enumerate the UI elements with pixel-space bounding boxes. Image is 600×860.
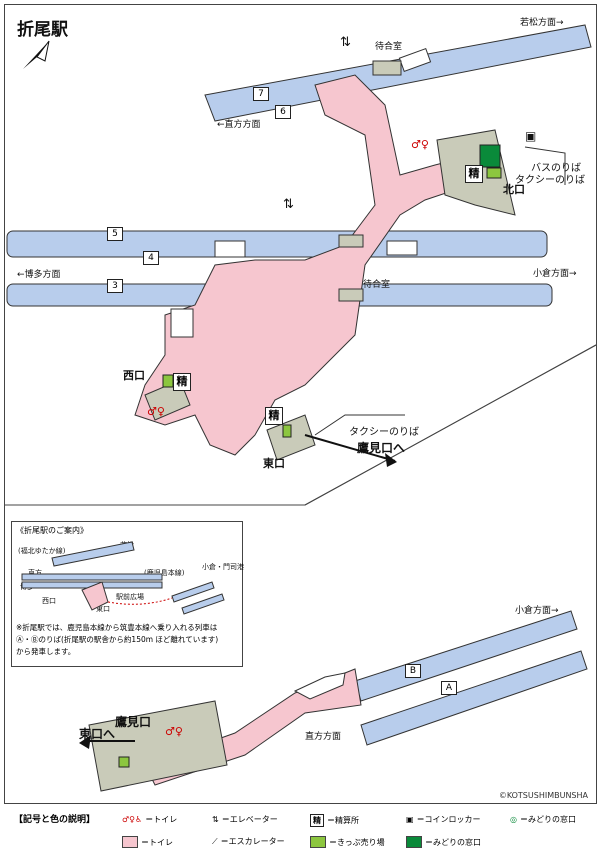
inset-plaza: 駅前広場 — [116, 593, 144, 601]
legend-locker: ▣＝コインロッカー — [406, 814, 481, 825]
midori-icon: ◎ — [510, 815, 517, 824]
legend-ticket: ＝きっぷ売り場 — [310, 836, 385, 848]
legend-midori: ◎＝みどりの窓口 — [510, 814, 576, 825]
seisan-north: 精 — [465, 165, 483, 183]
legend-seisan-text: ＝精算所 — [327, 816, 359, 825]
platform-5-4 — [6, 230, 548, 258]
toilet-icon: ♂♀♿ — [122, 815, 143, 824]
dir-kokura: 小倉方面→ — [533, 269, 577, 279]
inset-title: 《折尾駅のご案内》 — [16, 526, 88, 535]
toilet-icon: ♂♀ — [165, 725, 183, 738]
platform-7-badge: 7 — [253, 87, 269, 101]
map-frame: 折尾駅 — [4, 4, 597, 804]
taxi-stop: タクシーのりば — [515, 175, 585, 186]
inset-kagoshima: (鹿児島本線) — [144, 569, 185, 577]
legend-locker-text: ＝コインロッカー — [416, 815, 481, 824]
legend-midori2: ＝みどりの窓口 — [406, 836, 481, 848]
elevator-icon: ⇅ — [340, 35, 351, 50]
legend-escalator: ⟋＝エスカレーター — [212, 836, 285, 847]
platform-A-badge: A — [441, 681, 457, 695]
seisan-icon: 精 — [310, 814, 324, 827]
legend-seisan: 精＝精算所 — [310, 814, 359, 827]
platform-3-badge: 3 — [107, 279, 123, 293]
dir-kokura-2: 小倉方面→ — [515, 606, 559, 616]
legend: 【記号と色の説明】 ♂♀♿＝トイレ ⇅＝エレベーター 精＝精算所 ▣＝コインロッ… — [4, 806, 595, 856]
inset-nogata: 直方 — [28, 569, 42, 577]
legend-escalator-text: ＝エスカレーター — [220, 837, 285, 846]
legend-midori-text: ＝みどりの窓口 — [519, 815, 576, 824]
copyright: ©KOTSUSHIMBUNSHA — [498, 791, 588, 800]
legend-pink-text: ＝トイレ — [141, 837, 173, 847]
taxi-stop-2: タクシーのりば — [349, 427, 419, 438]
dir-nogata: ←直方方面 — [217, 120, 261, 130]
toilet-icon: ♂♀ — [147, 405, 165, 418]
inset-line1: (福北ゆたか線) — [18, 547, 66, 555]
takami-label: 鷹見口 — [115, 715, 152, 729]
locker-icon: ▣ — [406, 815, 414, 824]
platform-4-badge: 4 — [143, 251, 159, 265]
inset-note-3: から発車します。 — [16, 647, 76, 656]
seisan-east: 精 — [265, 407, 283, 425]
station-title: 折尾駅 — [17, 20, 68, 40]
legend-midori2-text: ＝みどりの窓口 — [425, 837, 481, 847]
west-exit-label: 西口 — [123, 369, 145, 382]
legend-heading: 【記号と色の説明】 — [14, 815, 96, 825]
to-east-label: 東口へ — [79, 727, 116, 741]
inset-west: 西口 — [42, 597, 56, 605]
legend-toilet: ♂♀♿＝トイレ — [122, 814, 177, 825]
seisan-west: 精 — [173, 373, 191, 391]
inset-note-1: ※折尾駅では、鹿児島本線から筑豊本線へ乗り入れる列車は — [16, 623, 218, 632]
inset-guide: 《折尾駅のご案内》 (福北ゆたか線) 若松 直方 博多 (鹿児島本線) 小倉・門… — [11, 521, 244, 667]
escalator-icon: ⟋ — [212, 836, 218, 846]
platform-B — [354, 610, 578, 702]
platform-5-badge: 5 — [107, 227, 123, 241]
legend-elevator: ⇅＝エレベーター — [212, 814, 278, 825]
dir-nogata-2: 直方方面 — [305, 732, 342, 742]
elevator-icon: ⇅ — [283, 197, 294, 212]
takami-building — [88, 700, 228, 792]
elevator-icon: ⇅ — [212, 815, 219, 824]
midori-window-north — [479, 144, 501, 168]
platform-A — [360, 650, 588, 746]
bus-stop: バスのりば — [531, 163, 581, 174]
dir-wakamatsu: 若松方面→ — [520, 18, 564, 28]
platform-B-badge: B — [405, 664, 421, 678]
legend-ticket-text: ＝きっぷ売り場 — [329, 837, 385, 847]
waiting-room-1: 待合室 — [375, 42, 403, 52]
inset-east: 東口 — [96, 605, 110, 613]
north-exit-label: 北口 — [503, 183, 525, 196]
waiting-room-2: 待合室 — [363, 280, 391, 290]
station-map-svg — [5, 24, 596, 792]
inset-kokura: 小倉・門司港 — [202, 563, 244, 571]
inset-note: ※折尾駅では、鹿児島本線から筑豊本線へ乗り入れる列車は Ⓐ・Ⓑのりば(折尾駅の駅… — [16, 622, 242, 658]
east-exit-label: 東口 — [263, 457, 285, 470]
inset-diagram — [21, 541, 225, 615]
to-takami-label: 鷹見口へ — [357, 441, 406, 455]
ticket-north — [486, 167, 502, 179]
inset-note-2: Ⓐ・Ⓑのりば(折尾駅の駅舎から約150m ほど離れています) — [16, 635, 219, 644]
legend-concourse: ＝トイレ — [122, 836, 173, 848]
legend-elevator-text: ＝エレベーター — [221, 815, 278, 824]
locker-icon: ▣ — [525, 129, 537, 143]
legend-toilet-text: ＝トイレ — [145, 815, 178, 824]
dir-hakata: ←博多方面 — [17, 270, 61, 280]
platform-6-badge: 6 — [275, 105, 291, 119]
toilet-icon: ♂♀ — [411, 138, 429, 151]
